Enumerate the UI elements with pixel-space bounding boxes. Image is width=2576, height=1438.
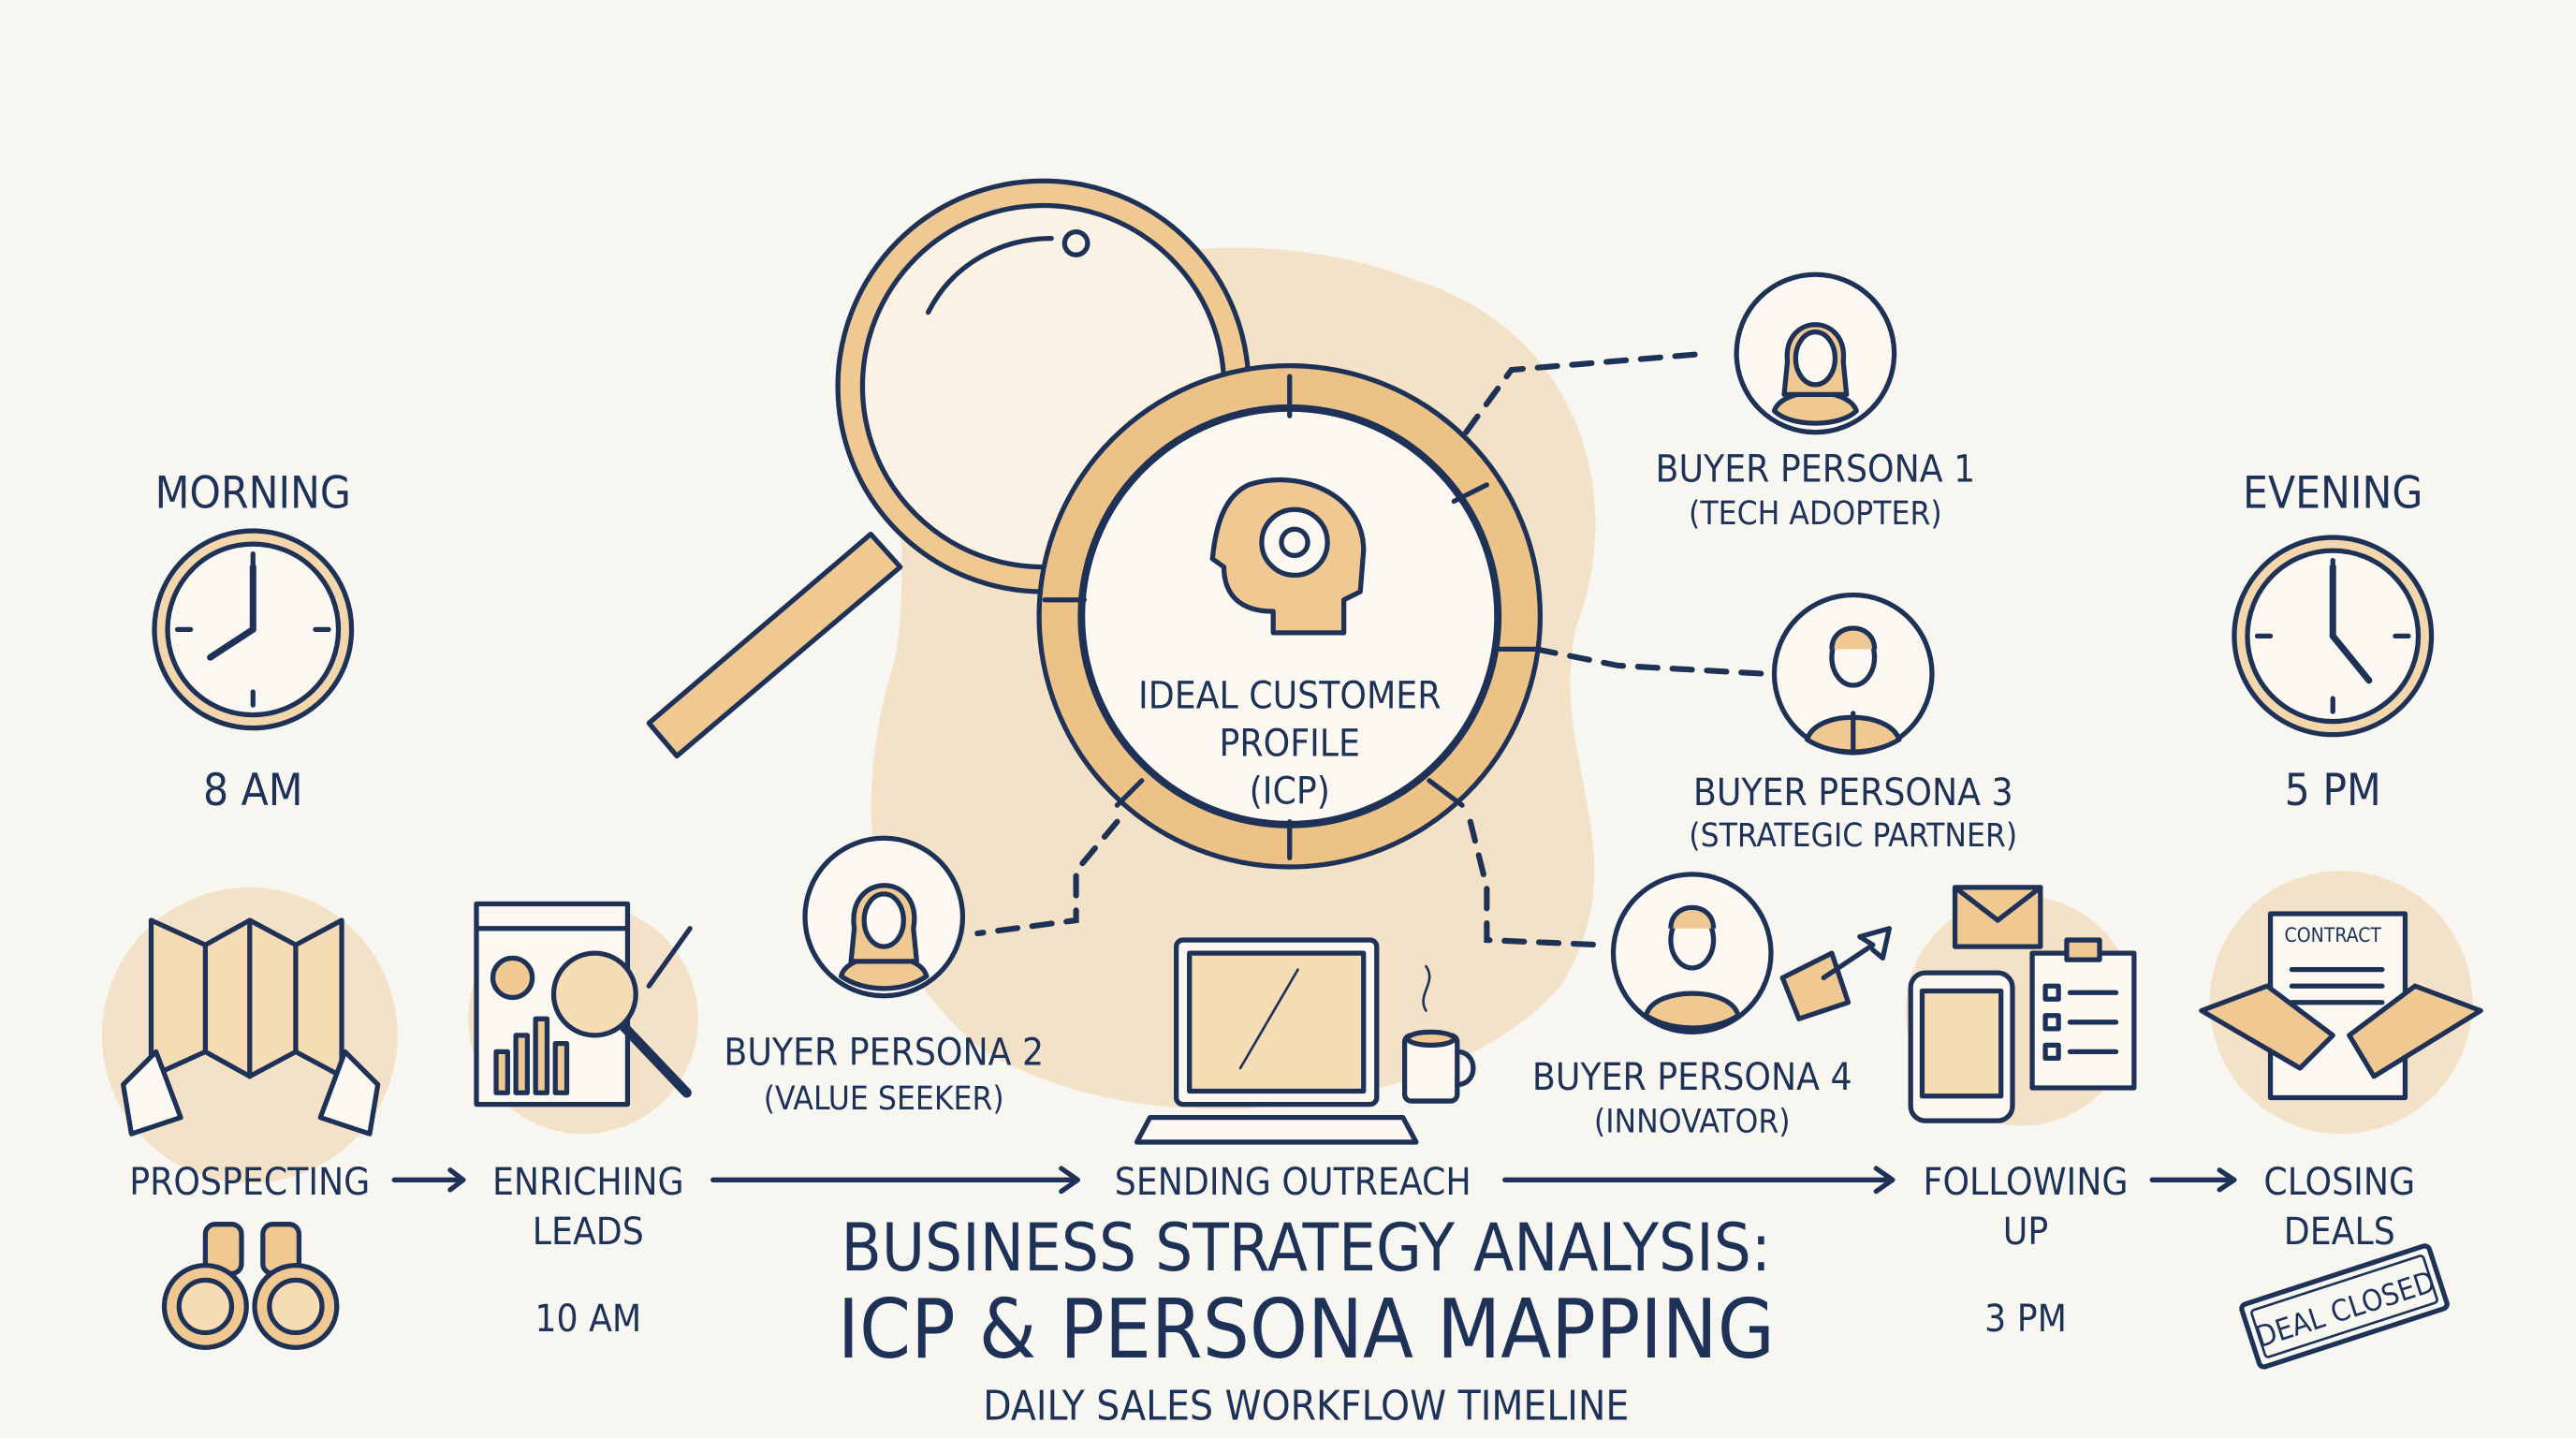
step-prospecting: PROSPECTING <box>129 1160 370 1204</box>
evening-time: 5 PM <box>2285 765 2381 816</box>
persona-2-name: BUYER PERSONA 2 <box>724 1030 1044 1074</box>
persona-1-avatar-icon <box>1734 271 1897 435</box>
title-line1: BUSINESS STRATEGY ANALYSIS: <box>842 1210 1772 1286</box>
step-closing-line1: CLOSING <box>2263 1160 2415 1204</box>
persona-3-role: (STRATEGIC PARTNER) <box>1689 816 2017 855</box>
morning-label: MORNING <box>155 467 351 519</box>
evening-clock-icon <box>2232 535 2435 738</box>
step-closing-line2: DEALS <box>2284 1210 2395 1254</box>
icp-label-line3: (ICP) <box>1250 769 1330 813</box>
data-analysis-icon <box>474 901 693 1108</box>
morning-time: 8 AM <box>203 765 303 816</box>
phone-checklist-icon <box>1908 937 2137 1123</box>
persona-3-name: BUYER PERSONA 3 <box>1693 770 2013 814</box>
persona-1-role: (TECH ADOPTER) <box>1689 494 1942 533</box>
email-send-icon <box>1779 885 2043 1021</box>
step-sending-outreach: SENDING OUTREACH <box>1115 1160 1471 1204</box>
step-following-line1: FOLLOWING <box>1924 1160 2129 1204</box>
persona-2-avatar-icon <box>802 835 966 999</box>
deal-closed-stamp: DEAL CLOSED <box>2239 1243 2450 1370</box>
contract-label: CONTRACT <box>2284 923 2381 946</box>
persona-1-name: BUYER PERSONA 1 <box>1656 447 1976 491</box>
evening-label: EVENING <box>2243 467 2422 519</box>
binoculars-icon <box>161 1222 340 1350</box>
workflow-arrows <box>391 1166 2237 1195</box>
subtitle: DAILY SALES WORKFLOW TIMELINE <box>983 1383 1629 1431</box>
laptop-icon <box>1134 937 1419 1145</box>
morning-clock-icon <box>152 528 355 731</box>
icp-label-line1: IDEAL CUSTOMER <box>1138 674 1441 718</box>
head-gear-icon <box>1209 477 1367 636</box>
persona-connectors <box>974 350 1769 948</box>
step-following-line2: UP <box>2003 1210 2048 1254</box>
icp-label-line2: PROFILE <box>1220 721 1360 765</box>
step-enriching-line2: LEADS <box>533 1210 644 1254</box>
persona-4-avatar-icon <box>1610 872 1774 1034</box>
persona-4-name: BUYER PERSONA 4 <box>1532 1055 1852 1099</box>
persona-4-role: (INNOVATOR) <box>1594 1102 1791 1140</box>
step-enriching-time: 10 AM <box>534 1297 641 1341</box>
map-icon <box>121 917 381 1137</box>
title-line2: ICP & PERSONA MAPPING <box>838 1282 1775 1377</box>
step-enriching-line1: ENRICHING <box>492 1160 684 1204</box>
persona-2-role: (VALUE SEEKER) <box>764 1079 1004 1118</box>
persona-3-avatar-icon <box>1771 592 1935 756</box>
step-following-time: 3 PM <box>1984 1297 2067 1341</box>
contract-handshake-icon: CONTRACT <box>2199 911 2483 1101</box>
coffee-mug-icon <box>1401 964 1476 1104</box>
